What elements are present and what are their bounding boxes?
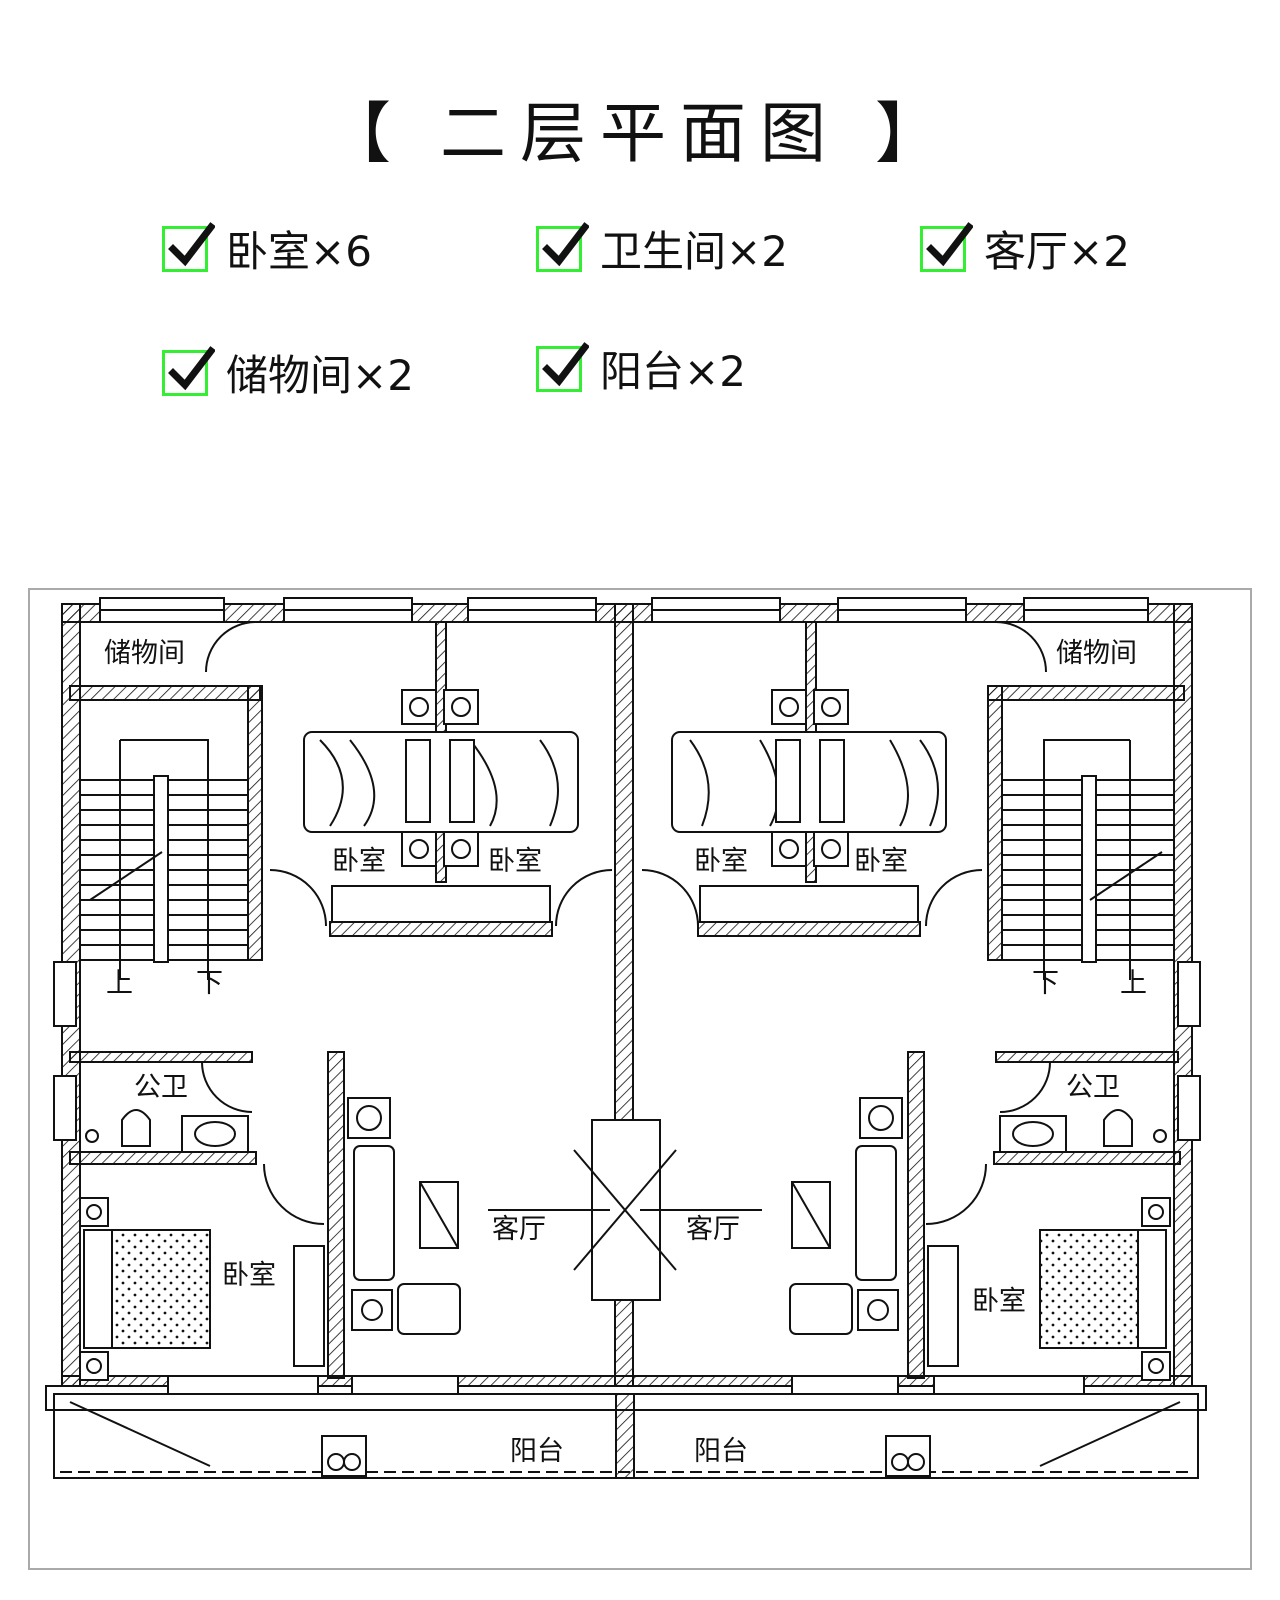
room-label-bedroom-right-a: 卧室 <box>694 846 748 877</box>
living-furniture-right <box>789 1097 903 1335</box>
feature-label: 卧室×6 <box>226 227 372 276</box>
feature-label: 储物间×2 <box>226 351 414 400</box>
stairs-down-left: 下 <box>196 968 223 999</box>
feature-living-rooms: 客厅×2 <box>920 218 1130 279</box>
staircase-right <box>1001 699 1175 980</box>
room-label-bathroom-left: 公卫 <box>134 1072 188 1103</box>
feature-bathrooms: 卫生间×2 <box>536 218 788 279</box>
stairs-down-right: 下 <box>1032 968 1059 999</box>
checkmark-icon <box>536 341 589 392</box>
feature-balconies: 阳台×2 <box>536 338 746 399</box>
floor-plan-drawing: 储物间 卧室 卧室 上 下 公卫 客厅 卧室 阳台 储物间 卧室 卧室 上 下 … <box>45 597 1207 1479</box>
room-label-living-left: 客厅 <box>492 1214 546 1245</box>
room-label-bedroom-left-a: 卧室 <box>332 846 386 877</box>
feature-label: 卫生间×2 <box>600 227 788 276</box>
feature-storage: 储物间×2 <box>162 342 414 403</box>
bed-bottom-right <box>1039 1197 1171 1381</box>
bed-top-left <box>303 689 579 867</box>
feature-label: 客厅×2 <box>984 227 1130 276</box>
room-label-storage-right: 储物间 <box>1056 638 1137 669</box>
room-label-bedroom-right-c: 卧室 <box>972 1286 1026 1317</box>
top-windows <box>99 597 1149 623</box>
checkmark-icon <box>162 345 215 396</box>
room-label-bedroom-left-b: 卧室 <box>488 846 542 877</box>
room-label-balcony-left: 阳台 <box>510 1436 564 1467</box>
page-title: 【 二层平面图 】 <box>325 95 955 172</box>
doors <box>201 621 1051 1225</box>
side-windows <box>53 961 1201 1141</box>
floor-plan: 储物间 卧室 卧室 上 下 公卫 客厅 卧室 阳台 储物间 卧室 卧室 上 下 … <box>28 588 1252 1570</box>
room-label-balcony-right: 阳台 <box>694 1436 748 1467</box>
bed-bottom-left <box>79 1197 211 1381</box>
feature-bedrooms: 卧室×6 <box>162 218 372 279</box>
bathroom-fixtures <box>85 1109 1167 1153</box>
room-label-living-right: 客厅 <box>686 1214 740 1245</box>
room-label-bedroom-left-c: 卧室 <box>222 1260 276 1291</box>
room-label-bathroom-right: 公卫 <box>1066 1072 1120 1103</box>
stairs-up-left: 上 <box>106 968 133 999</box>
staircase-left <box>79 699 249 980</box>
checkmark-icon <box>162 221 215 272</box>
checkmark-icon <box>920 221 973 272</box>
wardrobes <box>293 885 959 1367</box>
bed-top-right <box>671 689 947 867</box>
balcony <box>45 1375 1207 1479</box>
feature-label: 阳台×2 <box>600 347 746 396</box>
room-label-storage-left: 储物间 <box>104 638 185 669</box>
stairs-up-right: 上 <box>1120 968 1147 999</box>
central-partition <box>488 1119 762 1301</box>
room-label-bedroom-right-b: 卧室 <box>854 846 908 877</box>
checkmark-icon <box>536 221 589 272</box>
living-furniture-left <box>347 1097 461 1335</box>
